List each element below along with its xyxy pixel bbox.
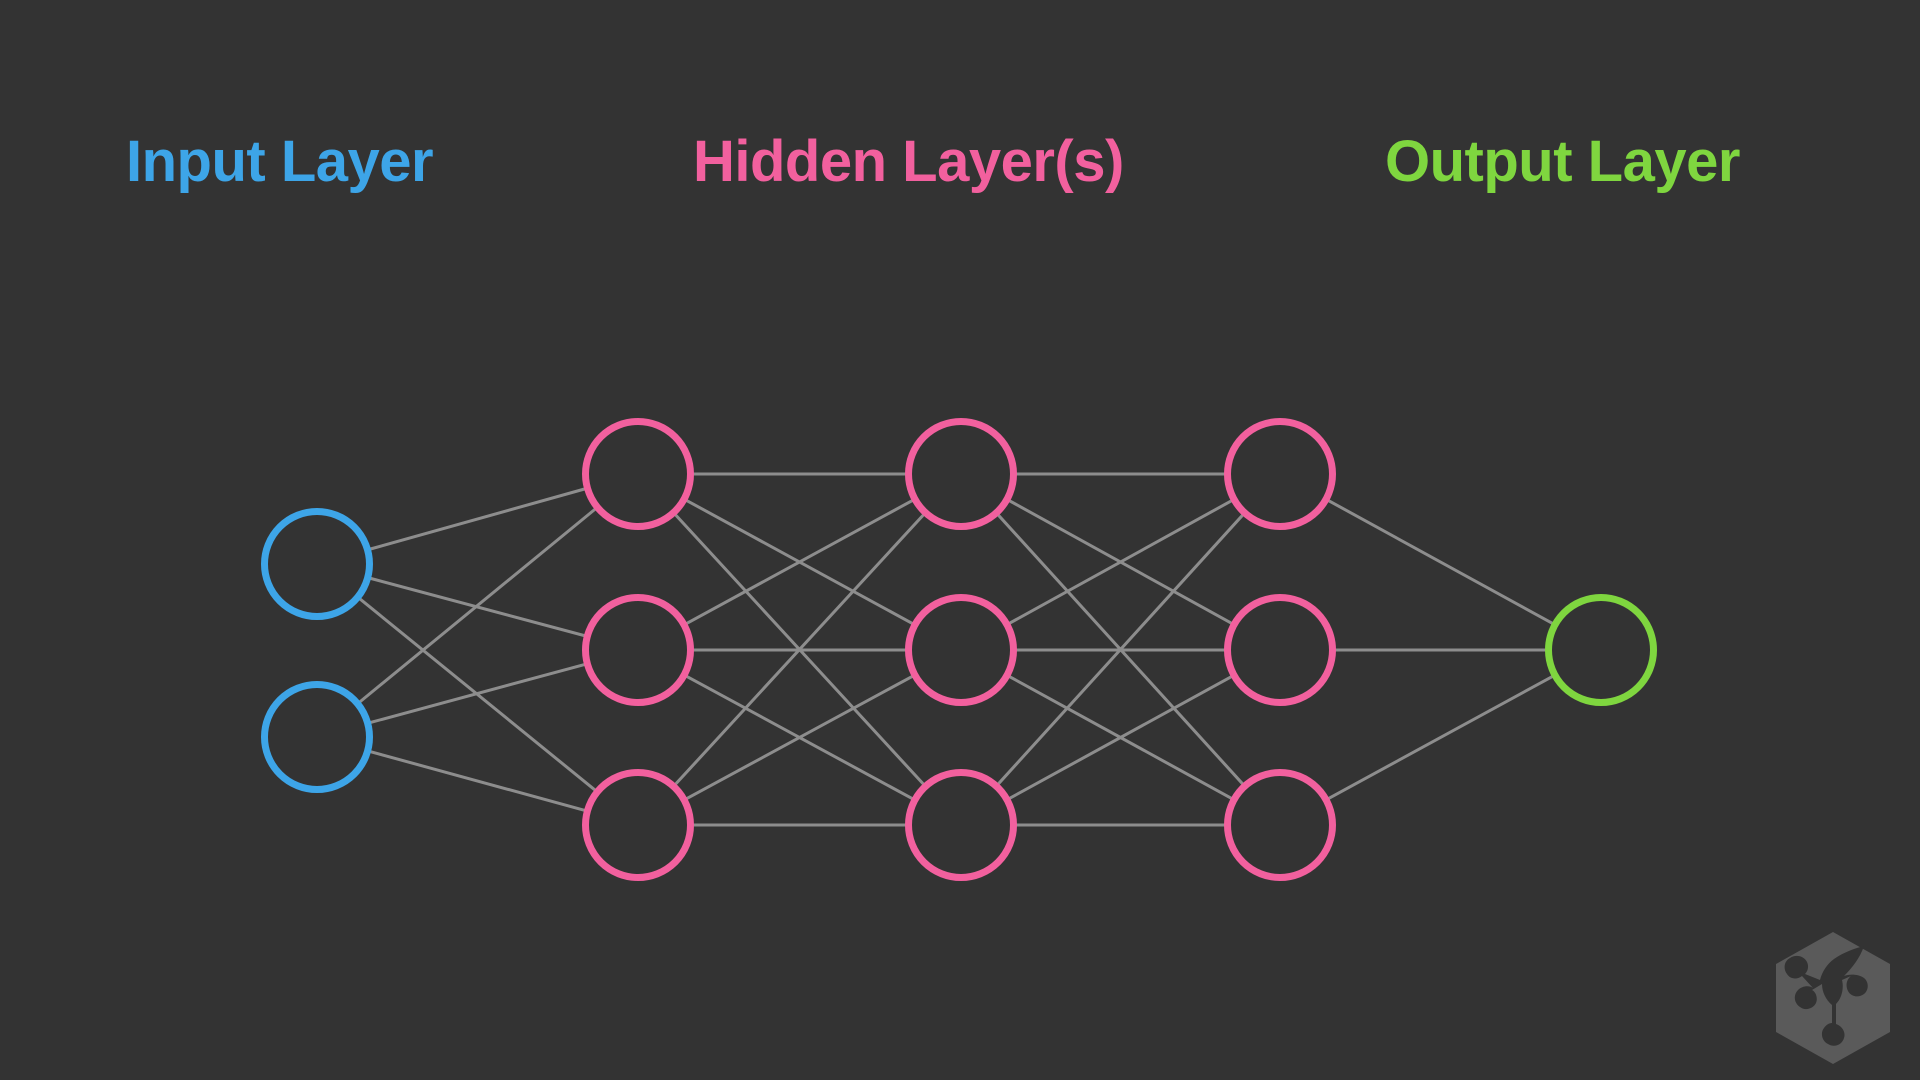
node-input-1-1[interactable] [261, 508, 373, 620]
output-layer-label: Output Layer [1385, 129, 1740, 194]
connection-line [674, 513, 925, 786]
connection-line [358, 507, 597, 704]
node-hidden-3-1[interactable] [905, 418, 1017, 530]
connection-line [369, 663, 586, 724]
connection-line [1008, 675, 1233, 800]
node-hidden-4-1[interactable] [1224, 418, 1336, 530]
nodes-group [261, 418, 1657, 881]
connection-line [1008, 499, 1233, 625]
node-output-5-1[interactable] [1545, 594, 1657, 706]
connection-line [1327, 499, 1554, 625]
connection-line [369, 487, 586, 551]
treehouse-logo-watermark [1768, 928, 1898, 1068]
node-hidden-2-3[interactable] [582, 769, 694, 881]
connection-line [369, 750, 586, 812]
node-hidden-2-2[interactable] [582, 594, 694, 706]
node-hidden-2-1[interactable] [582, 418, 694, 530]
connection-line [685, 675, 914, 800]
node-hidden-3-2[interactable] [905, 594, 1017, 706]
connections-group [358, 472, 1554, 827]
node-hidden-3-3[interactable] [905, 769, 1017, 881]
node-hidden-4-2[interactable] [1224, 594, 1336, 706]
connection-line [685, 499, 914, 625]
connection-line [1327, 675, 1554, 800]
hidden-layer-label: Hidden Layer(s) [693, 129, 1124, 194]
connection-line [997, 513, 1244, 786]
input-layer-label: Input Layer [126, 129, 434, 194]
node-hidden-4-3[interactable] [1224, 769, 1336, 881]
node-input-1-2[interactable] [261, 681, 373, 793]
